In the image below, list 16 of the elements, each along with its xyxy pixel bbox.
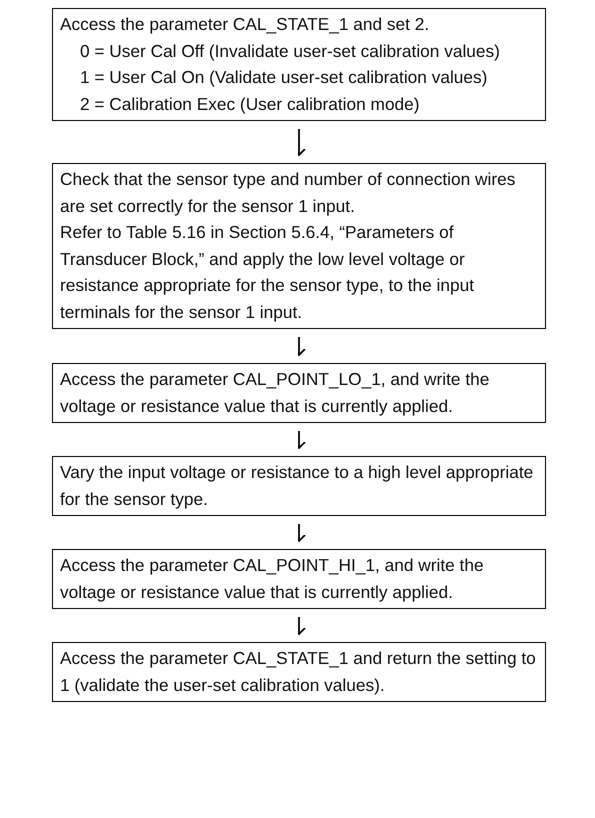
step-text: Access the parameter CAL_STATE_1 and set 2. — [60, 13, 430, 36]
step-text: Check that the sensor type and number of connection wires are set correctly for the sensor 1 input. — [60, 168, 516, 218]
step-text: Access the parameter CAL_STATE_1 and return the setting to 1 (validate the user-set calibration values). — [60, 647, 537, 697]
process-box — [52, 549, 546, 609]
step-text: Refer to Table 5.16 in Section 5.6.4, “Parameters of Transducer Block,” and apply the low level voltage or resistance appropriate for the sensor type, to the input terminals for the sensor 1 input. — [60, 221, 476, 324]
process-box — [52, 642, 546, 702]
process-box — [52, 456, 546, 516]
step-text: Access the parameter CAL_POINT_LO_1, and write the voltage or resistance value that is currently applied. — [60, 368, 490, 418]
option-text: 0 = User Cal Off (Invalidate user-set calibration values) — [79, 40, 501, 63]
process-box — [52, 163, 546, 329]
process-box — [52, 8, 546, 121]
option-text: 2 = Calibration Exec (User calibration mode) — [79, 92, 421, 116]
step-text: Vary the input voltage or resistance to a high level appropriate for the sensor type. — [60, 461, 534, 511]
process-box — [52, 363, 546, 423]
option-text: 1 = User Cal On (Validate user-set calibration values) — [79, 66, 488, 89]
step-text: Access the parameter CAL_POINT_HI_1, and write the voltage or resistance value that is currently applied. — [60, 554, 485, 604]
